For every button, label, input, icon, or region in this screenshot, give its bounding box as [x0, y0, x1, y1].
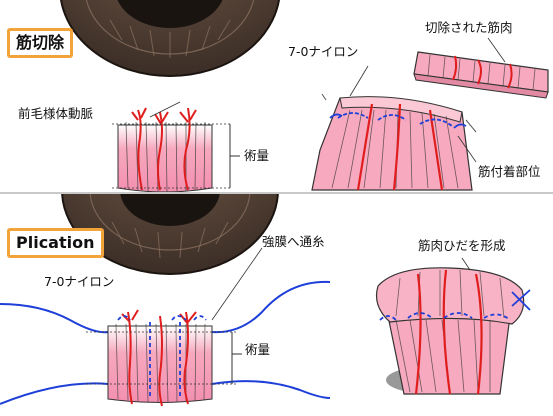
plication-panel: Plication 強膜へ通糸 7-0ナイロン 筋肉ひだを形成 術量 [0, 194, 553, 416]
muscle-fold [377, 258, 531, 394]
suture-label-bottom: 7-0ナイロン [44, 276, 114, 289]
suture-label-top: 7-0ナイロン [288, 46, 358, 59]
recession-title: 筋切除 [7, 28, 73, 58]
recession-panel: 筋切除 前毛様体動脈 7-0ナイロン 切除された筋肉 術量 筋付着部位 [0, 0, 553, 192]
eyeball [60, 0, 280, 76]
ciliary-artery-label: 前毛様体動脈 [18, 108, 93, 121]
scleral-pass-label: 強膜へ通糸 [262, 236, 325, 249]
muscle-before [112, 102, 240, 192]
excised-muscle [414, 38, 548, 98]
excised-muscle-label: 切除された筋肉 [425, 22, 513, 35]
amount-label-bottom: 術量 [245, 344, 270, 357]
plication-title: Plication [7, 228, 104, 258]
insertion-label: 筋付着部位 [478, 166, 541, 179]
fold-label: 筋肉ひだを形成 [418, 240, 506, 253]
amount-label-top: 術量 [244, 150, 269, 163]
